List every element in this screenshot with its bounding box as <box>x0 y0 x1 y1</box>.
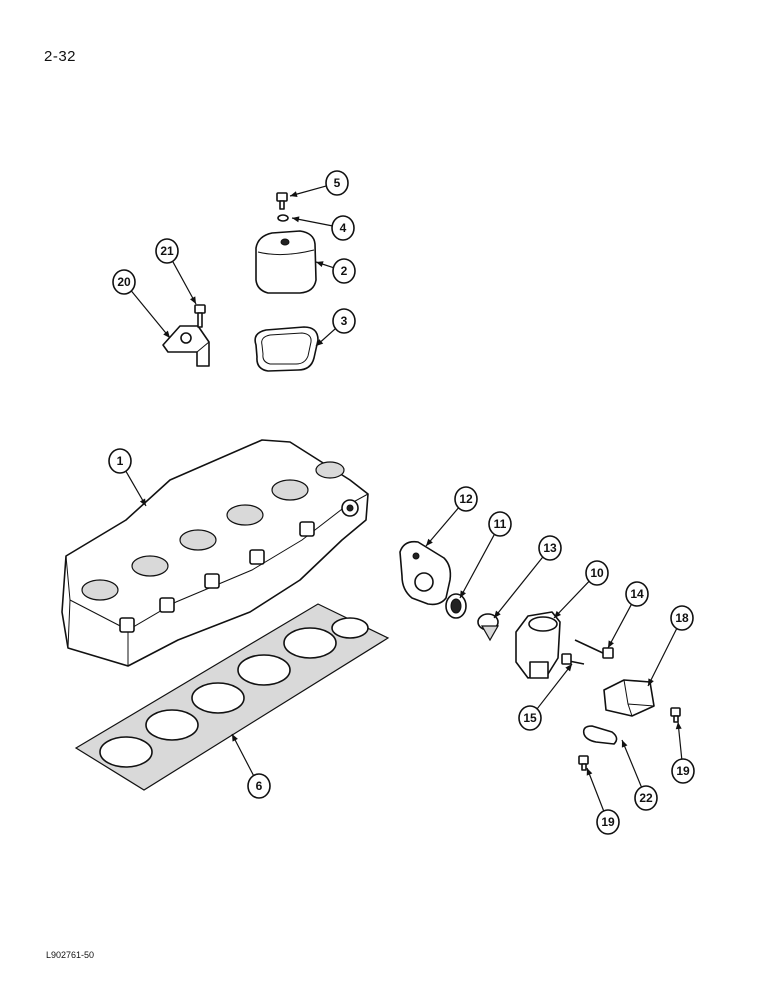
callout-bubble-13 <box>538 535 562 561</box>
callout-label-10: 10 <box>590 566 604 580</box>
callout-label-3: 3 <box>341 314 348 328</box>
callout-bubble-20 <box>112 269 136 295</box>
callout-arrow-5 <box>290 191 298 198</box>
callout-arrow-14 <box>608 640 614 648</box>
bolt-part-19-lower <box>578 755 589 771</box>
callout-bubble-14 <box>625 581 649 607</box>
thermostat-housing-part-10 <box>515 611 561 679</box>
callout-leader-15 <box>536 663 573 710</box>
callout-arrow-15 <box>565 664 572 672</box>
callout-leader-10 <box>553 580 590 619</box>
callout-leader-22 <box>621 739 643 789</box>
callout-label-13: 13 <box>543 541 557 555</box>
callout-bubble-18 <box>670 605 694 631</box>
callout-bubble-21 <box>155 238 179 264</box>
callout-arrow-21 <box>190 296 196 304</box>
callout-bubble-4 <box>331 215 355 241</box>
callout-label-18: 18 <box>675 611 689 625</box>
callout-label-14: 14 <box>630 587 644 601</box>
callout-bubble-5 <box>325 170 349 196</box>
page-number: 2-32 <box>44 48 77 65</box>
figure-id: L902761-50 <box>46 950 95 960</box>
callout-bubble-19 <box>671 758 695 784</box>
callout-arrow-10 <box>554 610 562 618</box>
strap-part-22 <box>582 725 618 745</box>
callout-bubble-1 <box>108 448 132 474</box>
gasket-part-3 <box>254 326 319 372</box>
cover-part-2 <box>255 230 317 294</box>
callout-arrow-6 <box>232 734 238 742</box>
callout-arrow-19 <box>675 722 682 730</box>
callout-arrow-3 <box>316 339 324 346</box>
plate-gasket-part-12 <box>399 540 452 606</box>
callout-label-12: 12 <box>459 492 473 506</box>
callout-label-11: 11 <box>494 517 507 531</box>
callout-bubble-19 <box>596 809 620 835</box>
callout-bubble-11 <box>488 511 512 537</box>
washer-part-4 <box>277 214 289 222</box>
callout-label-22: 22 <box>639 791 653 805</box>
callout-leader-18 <box>647 627 678 687</box>
bolt-part-14 <box>574 639 614 659</box>
cylinder-head-part-1 <box>61 439 369 667</box>
callout-leader-20 <box>130 290 171 339</box>
bolt-part-15 <box>561 653 585 665</box>
callout-label-1: 1 <box>117 454 124 468</box>
bolt-part-21 <box>194 304 206 328</box>
callout-leader-11 <box>459 533 496 599</box>
callout-label-15: 15 <box>523 711 537 725</box>
callout-label-21: 21 <box>160 244 174 258</box>
callout-leader-21 <box>171 260 197 305</box>
callout-arrow-4 <box>292 216 300 223</box>
callout-bubble-6 <box>247 773 271 799</box>
callout-bubble-3 <box>332 308 356 334</box>
callout-leader-13 <box>493 556 544 619</box>
callout-arrow-22 <box>621 740 628 748</box>
callout-arrow-18 <box>648 678 654 686</box>
bolt-part-5 <box>276 192 288 210</box>
callout-label-19: 19 <box>676 764 690 778</box>
callout-bubble-12 <box>454 486 478 512</box>
callout-label-20: 20 <box>117 275 131 289</box>
callout-bubble-2 <box>332 258 356 284</box>
callout-label-2: 2 <box>341 264 348 278</box>
bracket-part-18 <box>603 679 655 717</box>
callout-arrow-2 <box>316 261 324 267</box>
callout-leader-14 <box>607 603 633 649</box>
head-gasket-part-6 <box>74 603 390 791</box>
callout-label-5: 5 <box>334 176 341 190</box>
thermostat-part-13 <box>477 613 500 642</box>
callout-leader-12 <box>425 506 460 547</box>
callout-arrow-13 <box>494 610 501 618</box>
callout-arrow-12 <box>426 538 433 546</box>
bolt-part-19-upper <box>670 707 681 723</box>
bracket-part-20 <box>162 325 210 367</box>
callout-label-6: 6 <box>256 779 263 793</box>
seal-part-11 <box>445 593 467 619</box>
callout-leader-6 <box>231 733 255 777</box>
callout-label-4: 4 <box>340 221 347 235</box>
callout-arrow-20 <box>163 330 170 338</box>
callout-arrow-19 <box>586 768 593 776</box>
callout-arrow-11 <box>460 590 466 598</box>
callout-bubble-22 <box>634 785 658 811</box>
callout-arrow-1 <box>139 498 146 506</box>
callout-label-19: 19 <box>601 815 615 829</box>
callout-bubble-10 <box>585 560 609 586</box>
callout-bubble-15 <box>518 705 542 731</box>
callout-leader-19 <box>586 767 605 812</box>
